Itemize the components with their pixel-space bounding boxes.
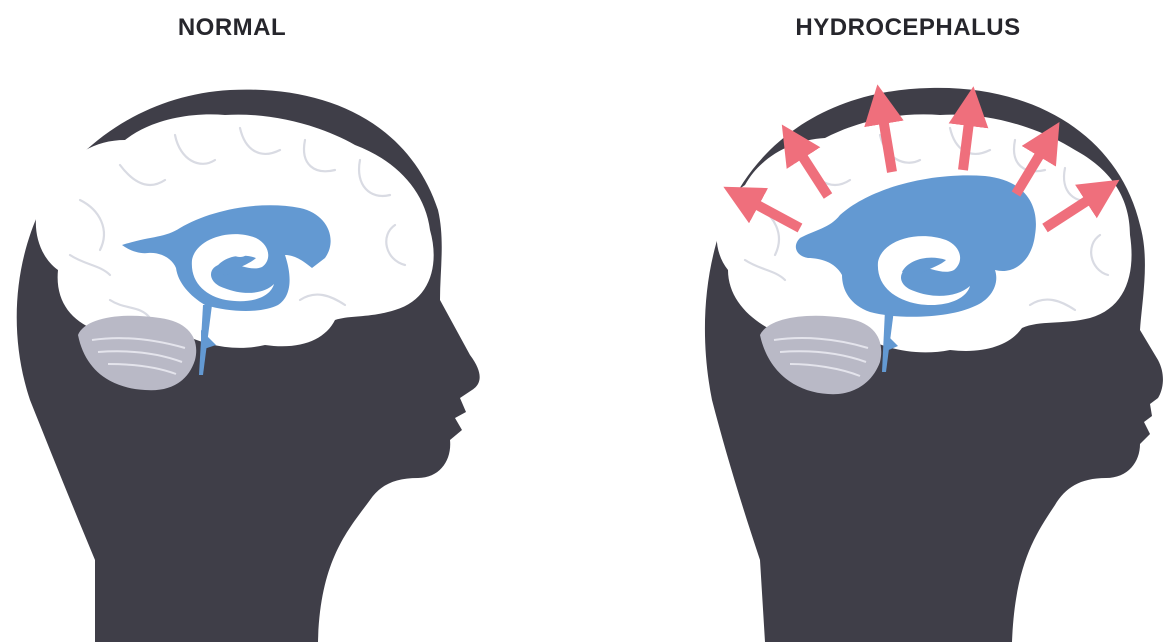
hydrocephalus-panel (704, 84, 1163, 642)
ventricle-core (902, 257, 946, 278)
arrow-up-icon (723, 186, 803, 233)
ventricle-nucleus (920, 247, 936, 257)
ventricle-outlet (201, 330, 216, 350)
cerebellum-icon (760, 315, 882, 395)
arrow-up-icon (1011, 122, 1060, 197)
ventricle-nucleus (232, 247, 248, 257)
cerebellum-lines (91, 337, 186, 375)
panel-title-normal: NORMAL (177, 14, 287, 41)
pressure-arrows (723, 84, 1120, 233)
arrow-up-icon (948, 86, 989, 171)
panel-title-hydrocephalus: HYDROCEPHALUS (795, 14, 1021, 41)
ventricle-inner-gap (877, 236, 970, 306)
ventricle-core (215, 255, 256, 276)
ventricle-outlet (884, 332, 898, 352)
brain-folds (68, 126, 407, 320)
cerebellum-lines (773, 337, 869, 377)
arrow-up-icon (781, 124, 833, 199)
arrow-up-icon (864, 84, 904, 173)
ventricle-inner-gap (191, 234, 274, 302)
normal-panel (16, 89, 480, 642)
arrow-up-icon (1042, 179, 1120, 233)
